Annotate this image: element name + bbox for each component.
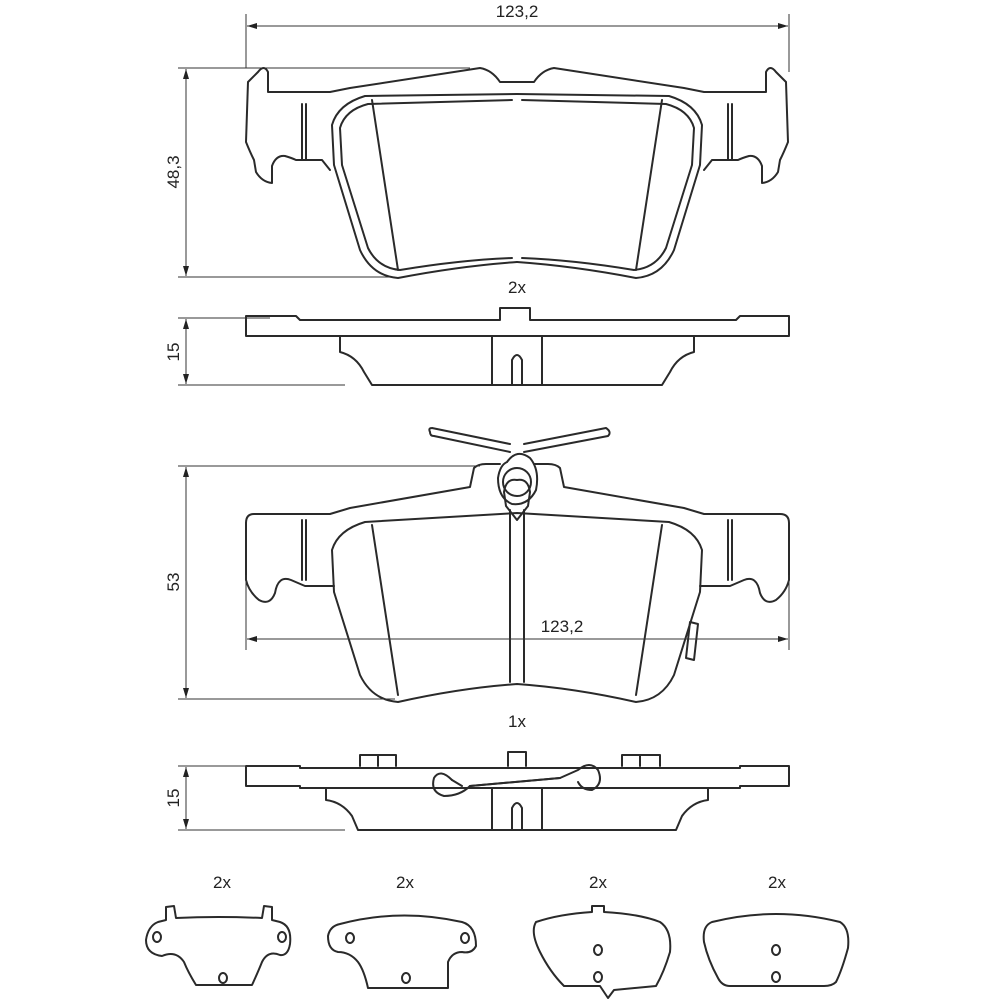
top-pad-side-view: [245, 307, 790, 386]
bottom-height-label: 53: [164, 572, 183, 592]
top-pad-front-view: [245, 67, 789, 279]
bottom-side-thickness-label: 15: [164, 788, 183, 808]
shim-4-quantity: 2x: [768, 873, 786, 892]
shim-3-quantity: 2x: [589, 873, 607, 892]
bottom-height-dimension: [178, 465, 480, 700]
shim-2-quantity: 2x: [396, 873, 414, 892]
top-width-dimension: [245, 14, 790, 72]
bottom-pad-quantity: 1x: [508, 712, 526, 731]
shim-2: [327, 914, 477, 989]
bottom-pad-front-view: [245, 427, 790, 703]
shim-3: [532, 905, 672, 999]
top-side-thickness-label: 15: [164, 342, 183, 362]
shim-4: [702, 913, 850, 987]
bottom-pad-side-view: [245, 751, 790, 831]
top-side-thickness-dimension: [178, 317, 345, 386]
top-height-label: 48,3: [164, 155, 183, 189]
top-width-label: 123,2: [495, 2, 539, 21]
top-height-dimension: [178, 67, 470, 278]
bottom-width-dimension: [245, 575, 790, 650]
bottom-side-thickness-dimension: [178, 765, 345, 831]
bottom-width-label: 123,2: [540, 617, 584, 636]
top-pad-quantity: 2x: [508, 278, 526, 297]
shim-1: [145, 905, 292, 986]
shim-1-quantity: 2x: [213, 873, 231, 892]
